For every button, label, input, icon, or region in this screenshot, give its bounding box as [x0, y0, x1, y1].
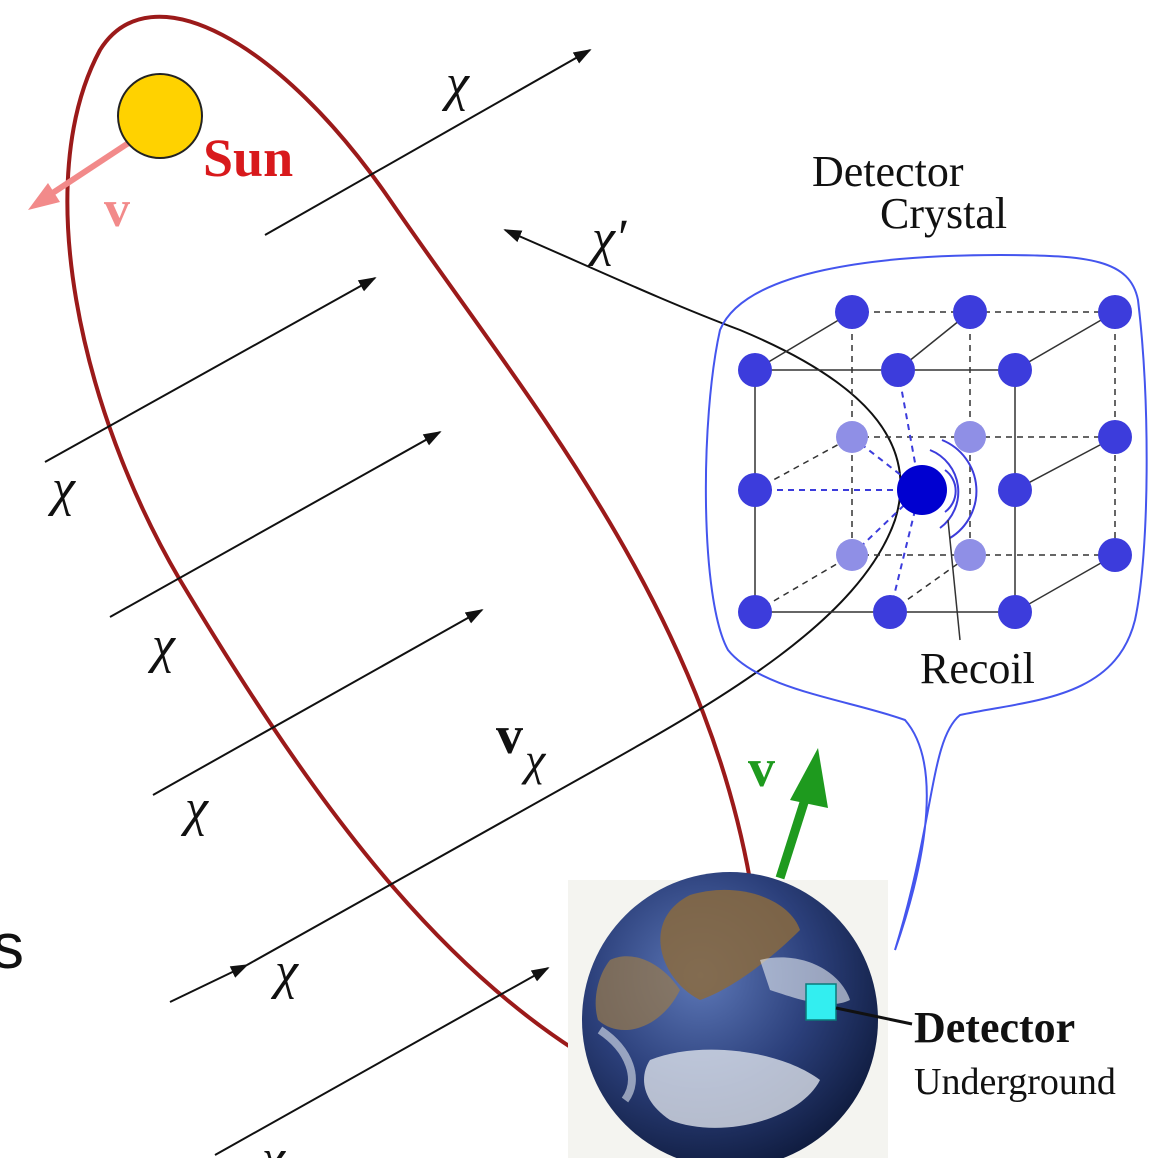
recoil-pointer — [947, 519, 961, 641]
atom-icon — [1098, 538, 1132, 572]
sun-velocity-label: v — [104, 181, 130, 238]
atom-icon — [881, 353, 915, 387]
recoil-label: Recoil — [920, 644, 1035, 693]
detector-crystal-bubble — [704, 253, 1148, 951]
atom-icon — [1098, 295, 1132, 329]
atom-icon — [738, 595, 772, 629]
atom-icon — [998, 595, 1032, 629]
sun-label: Sun — [203, 128, 293, 188]
sun — [28, 73, 203, 210]
wimp-velocity-subscript: χ — [521, 734, 547, 785]
wimp-label: χ — [147, 617, 176, 674]
recoil-bonds — [755, 369, 921, 613]
wimp-arrow — [109, 431, 442, 618]
atom-icon — [738, 353, 772, 387]
earth-velocity — [775, 748, 828, 880]
atom-icon — [835, 295, 869, 329]
sun-velocity-arrowhead — [28, 183, 60, 210]
detector-label: Detector — [914, 1003, 1075, 1052]
atom-icon — [873, 595, 907, 629]
wimp-label: χ — [47, 460, 76, 517]
crystal-atoms — [738, 295, 1132, 641]
wimp-label: χ — [180, 780, 209, 837]
detector-crystal-label-line1: Detector — [812, 147, 964, 196]
wimp-velocity-label: vχ — [496, 705, 547, 785]
wimp-arrow — [44, 277, 377, 463]
detector-icon — [805, 983, 837, 1021]
atom-icon — [954, 421, 986, 453]
sun-icon — [117, 73, 203, 159]
sun-velocity-arrow — [40, 139, 132, 203]
earth-orbit — [65, 14, 752, 1052]
wimp-arrow — [214, 967, 550, 1156]
wimp-label: χ — [270, 943, 299, 1000]
atom-icon — [954, 539, 986, 571]
wimp-wind-arrows — [44, 49, 596, 1156]
wimp-label: χ — [257, 1130, 286, 1158]
wimp-label: χ — [441, 55, 470, 112]
atom-icon — [836, 539, 868, 571]
wimp-arrow — [264, 49, 592, 236]
earth-velocity-label: v — [748, 738, 775, 798]
atom-icon — [998, 473, 1032, 507]
wimp-arrow — [169, 964, 249, 1003]
atom-icon — [953, 295, 987, 329]
wimp-scattered-label: χ′ — [587, 210, 628, 267]
underground-label: Underground — [914, 1061, 1116, 1103]
crystal-lattice — [754, 311, 1116, 613]
edge-text: s — [0, 910, 24, 982]
atom-icon — [836, 421, 868, 453]
recoil-atom-icon — [897, 465, 947, 515]
earth — [568, 872, 913, 1158]
wimp-arrow — [152, 609, 484, 796]
detector-crystal-label-line2: Crystal — [880, 189, 1007, 238]
detector-pointer — [835, 1006, 913, 1026]
atom-icon — [738, 473, 772, 507]
atom-icon — [998, 353, 1032, 387]
atom-icon — [1098, 420, 1132, 454]
wimp-arrow — [246, 769, 596, 966]
